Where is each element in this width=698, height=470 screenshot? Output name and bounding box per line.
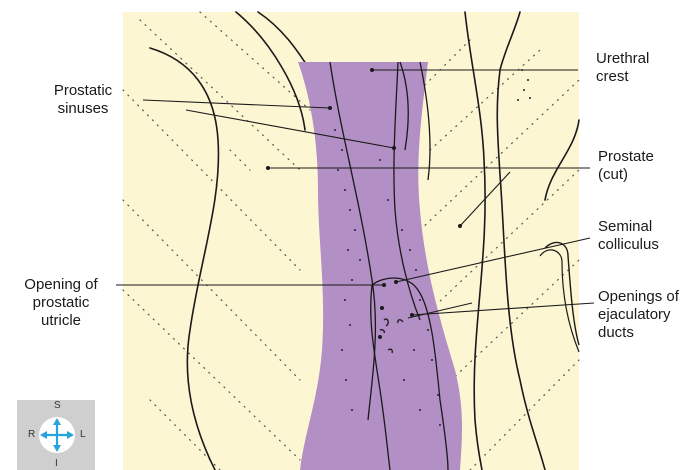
orient-right: R: [28, 429, 35, 440]
label-prostatic-sinuses-line2: sinuses: [28, 100, 138, 118]
label-seminal-colliculus: Seminal colliculus: [598, 218, 659, 254]
label-prostate-cut: Prostate (cut): [598, 148, 654, 184]
label-openings-ejaculatory-ducts-line2: ejaculatory: [598, 306, 679, 324]
orientation-compass: S I R L: [17, 400, 95, 470]
label-urethral-crest-line2: crest: [596, 68, 649, 86]
orient-superior: S: [54, 400, 61, 411]
label-openings-ejaculatory-ducts-line1: Openings of: [598, 288, 679, 306]
label-seminal-colliculus-line2: colliculus: [598, 236, 659, 254]
orient-left: L: [80, 429, 86, 440]
label-openings-ejaculatory-ducts-line3: ducts: [598, 324, 679, 342]
label-opening-prostatic-utricle-line2: prostatic: [6, 294, 116, 312]
label-prostatic-sinuses-line1: Prostatic: [28, 82, 138, 100]
label-seminal-colliculus-line1: Seminal: [598, 218, 659, 236]
orient-inferior: I: [55, 458, 58, 469]
label-prostatic-sinuses: Prostatic sinuses: [28, 82, 138, 118]
label-openings-ejaculatory-ducts: Openings of ejaculatory ducts: [598, 288, 679, 342]
label-opening-prostatic-utricle-line1: Opening of: [6, 276, 116, 294]
label-urethral-crest-line1: Urethral: [596, 50, 649, 68]
label-prostate-cut-line2: (cut): [598, 166, 654, 184]
label-opening-prostatic-utricle-line3: utricle: [6, 312, 116, 330]
label-prostate-cut-line1: Prostate: [598, 148, 654, 166]
label-urethral-crest: Urethral crest: [596, 50, 649, 86]
label-opening-prostatic-utricle: Opening of prostatic utricle: [6, 276, 116, 330]
